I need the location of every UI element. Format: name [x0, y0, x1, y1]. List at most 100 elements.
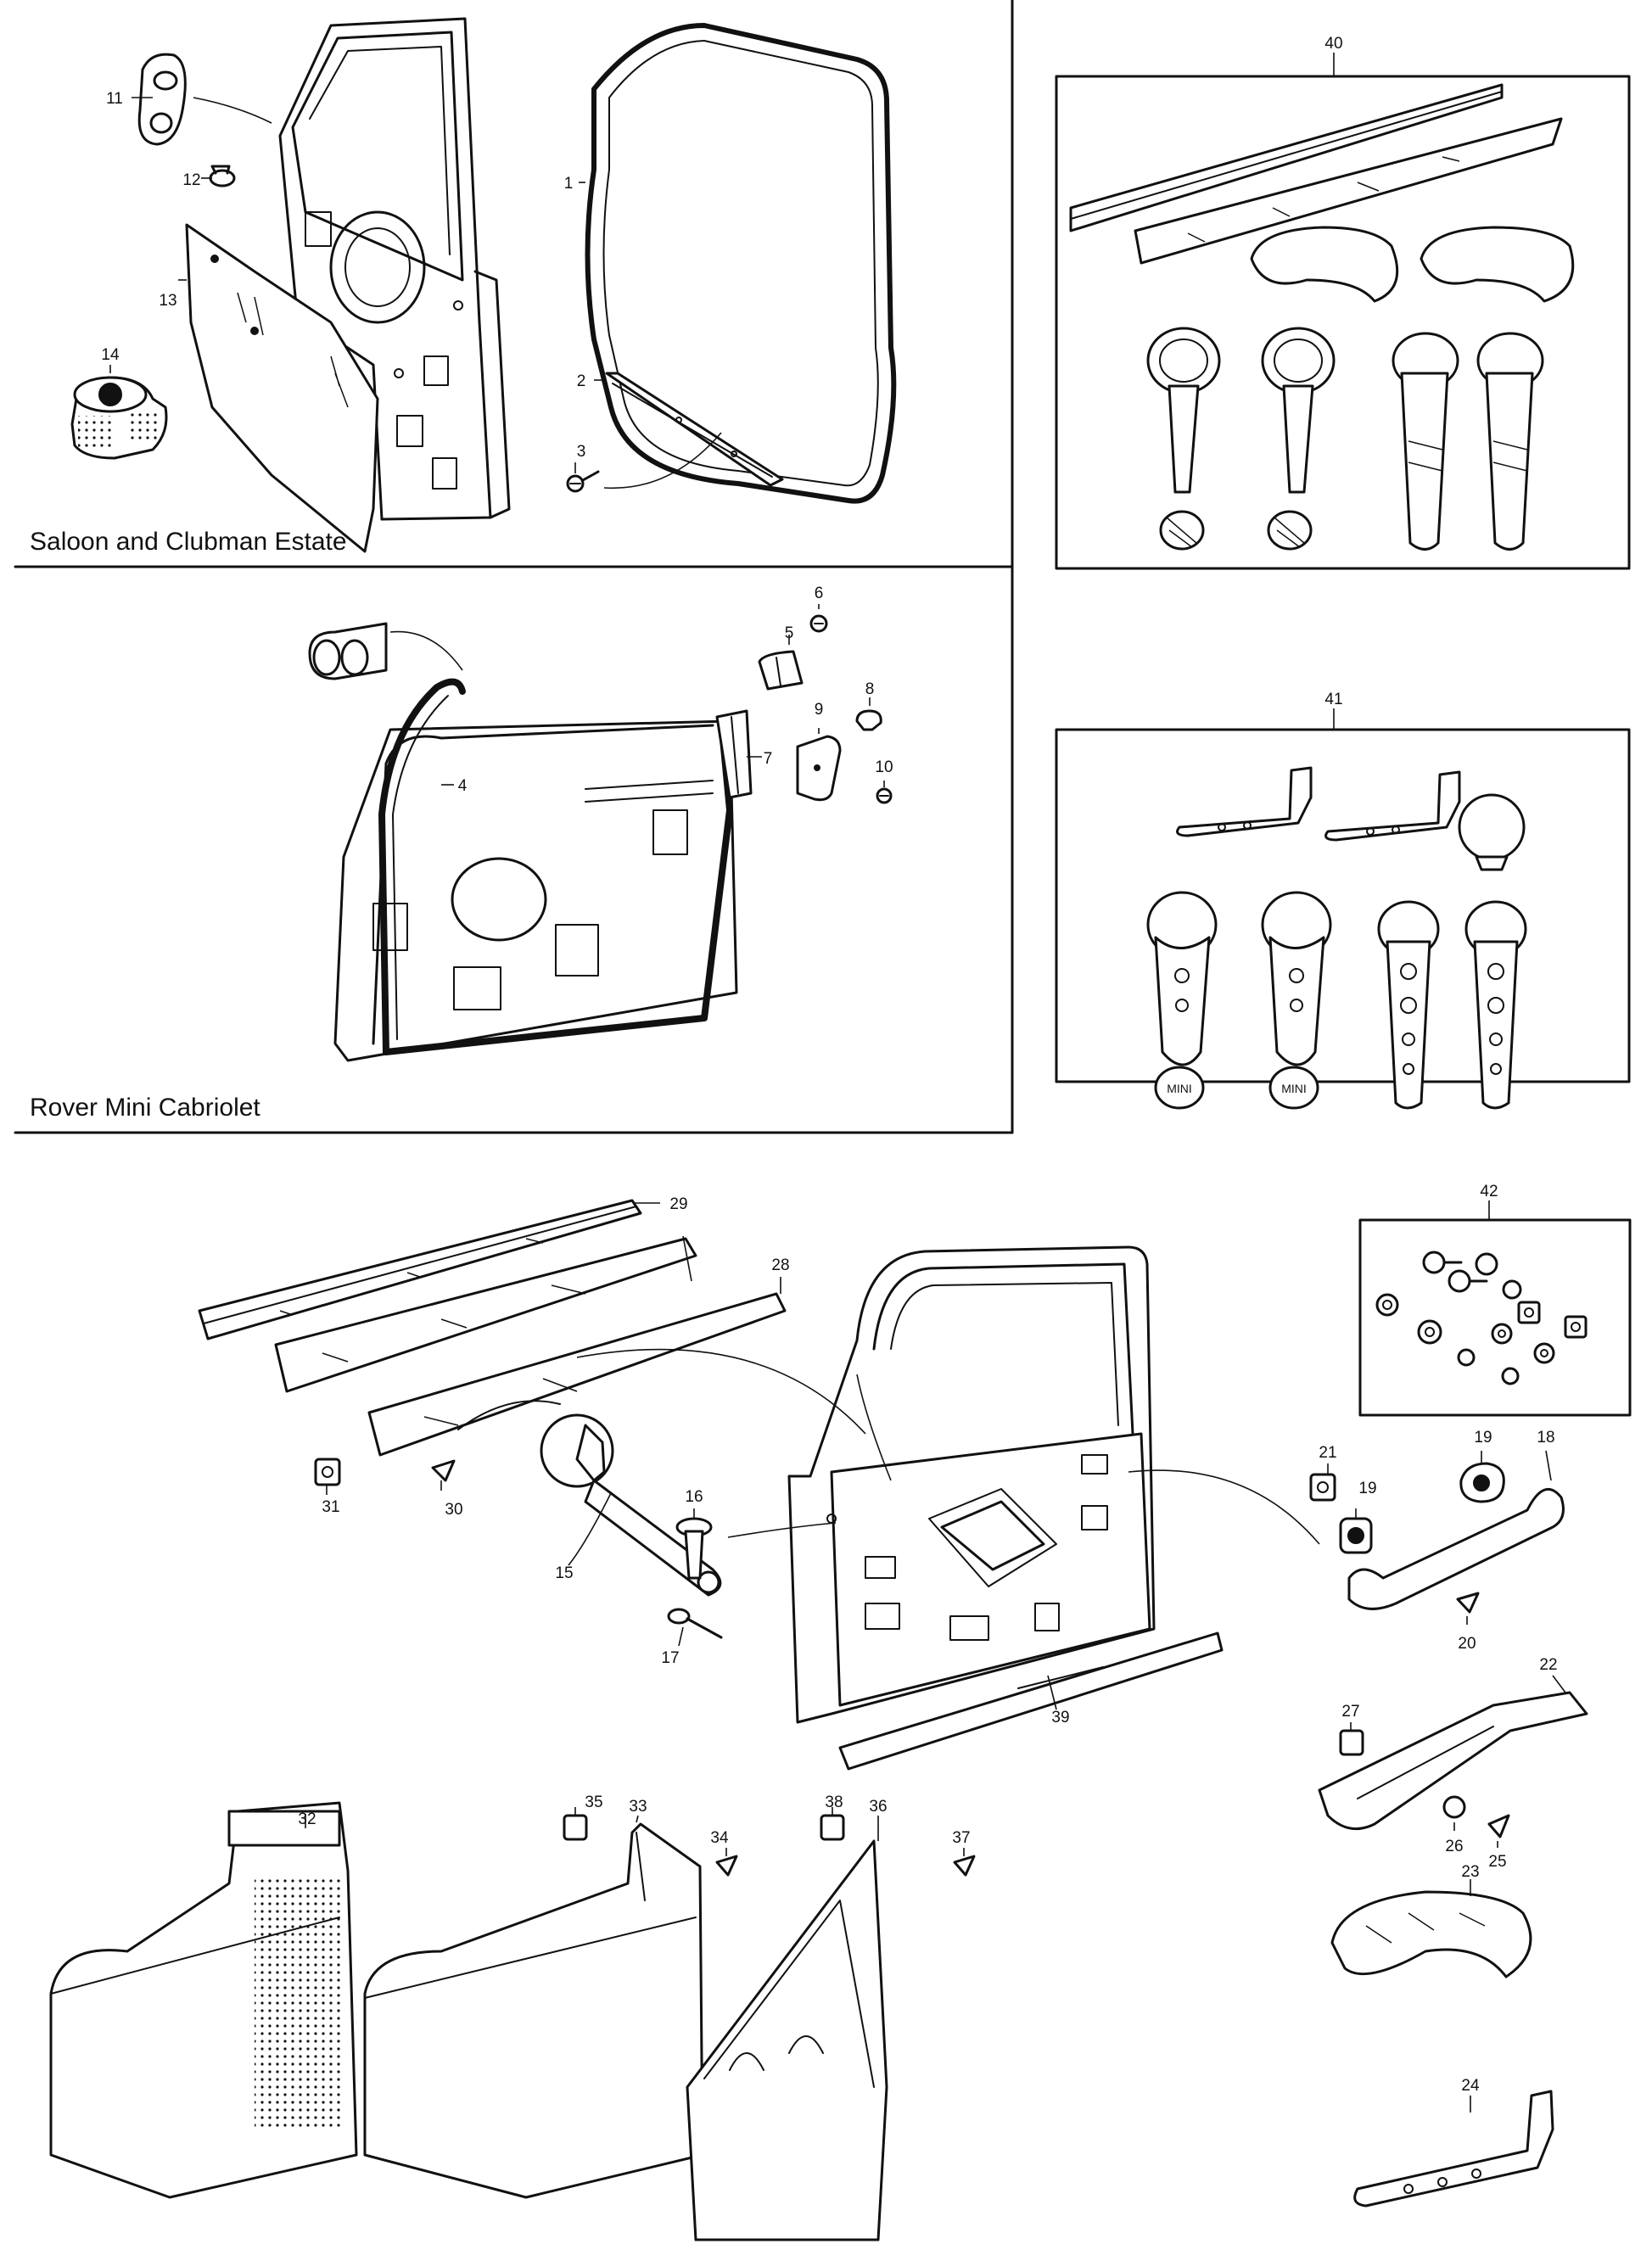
callout-21: 21	[1319, 1444, 1336, 1462]
part-3-screw	[566, 470, 600, 493]
callout-20: 20	[1458, 1635, 1476, 1653]
part-12-clip	[209, 165, 236, 187]
part-36-pocket-bag	[686, 1839, 888, 2241]
callout-32: 32	[298, 1810, 316, 1828]
callout-14: 14	[101, 346, 120, 364]
saloon-caption: Saloon and Clubman Estate	[30, 528, 347, 556]
part-4-seal-profile	[308, 622, 388, 680]
callout-29: 29	[669, 1195, 687, 1213]
callout-2: 2	[577, 372, 586, 390]
callout-22: 22	[1539, 1656, 1557, 1674]
callout-9: 9	[815, 701, 824, 719]
cabriolet-door-shell	[333, 719, 738, 1062]
section-dividers	[14, 0, 1014, 1134]
lower-assembly	[49, 1199, 1588, 2241]
callout-38: 38	[825, 1794, 843, 1811]
callout-40: 40	[1324, 35, 1342, 53]
part-2-channel	[605, 372, 784, 487]
callout-4: 4	[458, 777, 468, 795]
callout-15: 15	[555, 1564, 573, 1582]
callout-28: 28	[771, 1256, 789, 1274]
callout-7: 7	[764, 750, 773, 768]
part-25-screw	[1487, 1814, 1510, 1838]
callout-16: 16	[685, 1488, 703, 1506]
callout-6: 6	[815, 585, 824, 602]
part-16-pin	[675, 1517, 713, 1580]
winder-handle-4	[1476, 332, 1544, 551]
callout-30: 30	[445, 1501, 462, 1519]
winder-handle-5: MINI	[1146, 891, 1218, 1110]
callout-31: 31	[322, 1498, 339, 1516]
mini-badge-1: MINI	[1167, 1082, 1192, 1095]
part-21-clip	[1309, 1473, 1336, 1502]
callout-33: 33	[629, 1798, 647, 1816]
part-39-strip	[838, 1631, 1224, 1771]
part-28-rail	[274, 1237, 697, 1393]
callout-42: 42	[1480, 1183, 1498, 1200]
callout-27: 27	[1341, 1703, 1359, 1721]
part-5-clip	[758, 650, 804, 691]
callout-35: 35	[585, 1794, 602, 1811]
rail-lower	[367, 1292, 787, 1457]
callout-41: 41	[1324, 691, 1342, 708]
callout-labels: 11 12 13 14 1 2 3 4 5 6 7 8 9 10 40 41 4…	[101, 35, 1557, 2095]
part-29-rail	[198, 1199, 642, 1340]
callout-37: 37	[952, 1829, 970, 1847]
callout-17: 17	[661, 1649, 679, 1667]
cabriolet-section	[308, 604, 893, 1062]
part-26-washer	[1442, 1795, 1466, 1819]
winder-handle-8	[1464, 900, 1527, 1110]
callout-8: 8	[865, 680, 875, 698]
callout-23: 23	[1461, 1863, 1479, 1881]
lower-door-shell	[787, 1245, 1156, 1724]
winder-handle-6: MINI	[1261, 891, 1332, 1110]
box-41-handle-kit: MINI MINI	[1055, 708, 1631, 1110]
part-33-door-pocket	[363, 1822, 704, 2199]
part-6-screw	[809, 614, 828, 633]
winder-handle-7	[1377, 900, 1440, 1110]
callout-34: 34	[710, 1829, 729, 1847]
part-32-door-pocket	[49, 1801, 358, 2199]
callout-10: 10	[875, 758, 893, 776]
part-7-seal-strip	[715, 709, 753, 799]
callout-13: 13	[159, 292, 176, 310]
part-17-split-pin	[667, 1608, 723, 1639]
part-1-door-seal	[585, 23, 897, 504]
part-10-screw	[876, 787, 893, 804]
part-14-cover	[70, 376, 168, 460]
part-22-handle	[1318, 1691, 1588, 1831]
part-20-screw	[1456, 1592, 1480, 1614]
part-27-clip	[1339, 1729, 1364, 1756]
part-15-check-arm	[540, 1413, 722, 1597]
part-19-escutcheon-a	[1339, 1517, 1373, 1554]
winder-handle-3	[1392, 332, 1459, 551]
part-9-escutcheon	[796, 735, 842, 802]
part-19-escutcheon-b	[1459, 1462, 1505, 1503]
saloon-section	[70, 17, 897, 553]
part-35-clip	[563, 1814, 588, 1841]
callout-25: 25	[1488, 1853, 1506, 1871]
part-18-handle	[1347, 1488, 1565, 1610]
part-24-bracket	[1353, 2090, 1554, 2208]
callout-12: 12	[182, 171, 200, 189]
winder-handle-1	[1146, 327, 1221, 551]
box-40-handle-kit	[1055, 53, 1631, 570]
callout-36: 36	[869, 1798, 887, 1816]
part-30-screw	[431, 1459, 456, 1482]
box-42-fixings-kit	[1358, 1200, 1632, 1417]
callout-11: 11	[106, 90, 123, 108]
mini-badge-2: MINI	[1281, 1082, 1307, 1095]
part-11-grommet	[137, 53, 187, 146]
part-23-pull	[1330, 1890, 1532, 1978]
part-8-button	[855, 709, 882, 731]
part-38-clip	[820, 1814, 845, 1841]
part-37-screw	[953, 1855, 976, 1877]
callout-26: 26	[1445, 1838, 1463, 1855]
callout-24: 24	[1461, 2077, 1480, 2095]
part-34-screw	[715, 1855, 738, 1877]
cabriolet-caption: Rover Mini Cabriolet	[30, 1094, 260, 1122]
callout-1: 1	[564, 175, 574, 193]
part-13-door-liner	[185, 223, 379, 553]
part-31-clip	[314, 1458, 341, 1486]
